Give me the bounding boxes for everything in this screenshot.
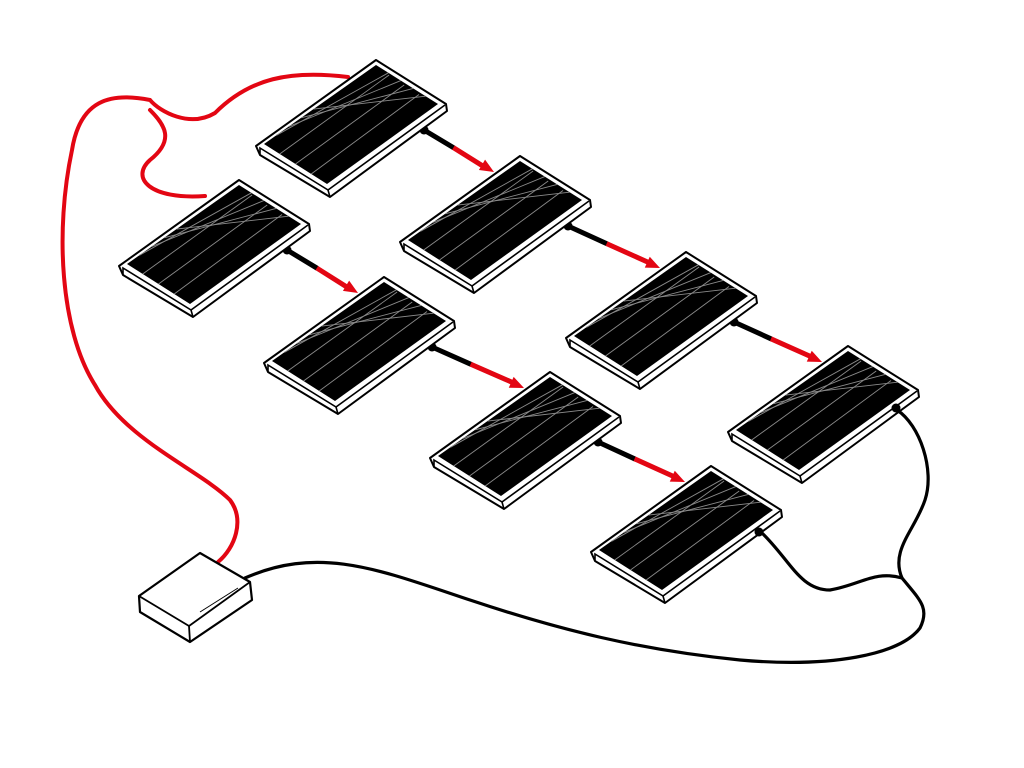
series-link-cable <box>563 221 660 268</box>
terminal-connector-icon <box>754 527 764 537</box>
solar-panel-icon <box>727 345 920 484</box>
terminal-connector-icon <box>891 403 901 413</box>
series-link-cable <box>282 245 358 293</box>
panel-links <box>282 125 822 482</box>
solar-panel-icon <box>255 59 448 198</box>
solar-panel-icon <box>399 155 592 294</box>
solar-panel-icon <box>118 179 311 318</box>
arrow-icon <box>478 159 494 172</box>
arrow-icon <box>806 350 822 362</box>
series-link-cable <box>419 125 494 172</box>
negative-return-cable-lower <box>760 531 904 592</box>
series-link-cable <box>427 342 524 388</box>
charge-controller-icon <box>137 551 254 644</box>
arrow-icon <box>644 256 660 268</box>
panel-array <box>118 59 920 604</box>
arrow-icon <box>342 280 358 293</box>
positive-return-cable <box>60 72 350 564</box>
solar-panel-icon <box>429 371 622 510</box>
arrow-icon <box>669 470 685 482</box>
positive-branch-cable <box>140 108 207 199</box>
solar-panel-icon <box>565 251 758 390</box>
solar-panel-icon <box>590 465 783 604</box>
negative-return-cable-upper <box>243 408 930 664</box>
solar-panel-icon <box>263 276 456 415</box>
series-link-cable <box>593 437 685 482</box>
series-link-cable <box>729 317 822 362</box>
arrow-icon <box>508 376 524 388</box>
